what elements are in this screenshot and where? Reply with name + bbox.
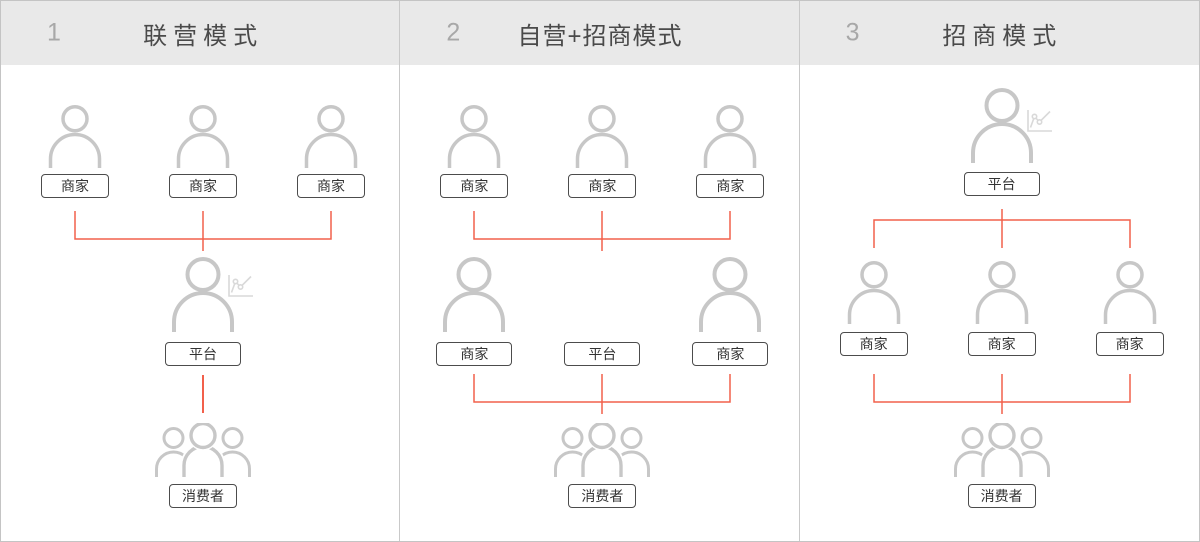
panel-header: 3 招商模式 [799,1,1199,65]
panel-title: 自营+招商模式 [517,22,683,50]
merchant-label: 商家 [1095,332,1164,356]
platform-label: 平台 [963,172,1040,196]
merchant-person-icon [974,261,1030,324]
merchant-person-icon [175,105,231,168]
panel-body: 平台 商家 商家 商家 消费者 [799,66,1199,541]
panel-merchant-recruitment-model: 3 招商模式 平台 商家 商家 商家 消费者 [799,1,1199,541]
panel-body: 商家 商家 商家 商家 平台 商家 消费者 [400,66,799,541]
connector-platform-to-consumers [202,375,204,413]
panel-number: 2 [446,18,461,47]
connector-middle-row-to-consumers [473,374,731,416]
panel-number: 1 [47,18,61,47]
consumer-label: 消费者 [169,484,237,508]
merchant-label: 商家 [436,342,513,366]
consumers-group-icon [954,423,1050,477]
merchant-person-icon [846,261,902,324]
merchant-label: 商家 [440,174,509,198]
panel-header: 1 联营模式 [1,1,400,65]
platform-label: 平台 [564,342,641,366]
panel-header: 2 自营+招商模式 [400,1,799,65]
merchant-label: 商家 [692,342,769,366]
merchant-person-icon [303,105,359,168]
panel-self-operated-plus-merchant-model: 2 自营+招商模式 商家 商家 商家 商家 平台 商家 消费者 [400,1,800,541]
merchant-person-icon [702,105,758,168]
merchant-person-icon [1102,261,1158,324]
merchant-label: 商家 [696,174,765,198]
trend-chart-icon [1026,108,1053,133]
merchant-person-icon [441,257,507,332]
consumers-group-icon [155,423,251,477]
connector-merchants-to-consumers [873,374,1131,416]
platform-label: 平台 [165,342,241,366]
consumer-label: 消费者 [967,484,1036,508]
merchant-label: 商家 [41,174,109,198]
consumers-group-icon [554,423,650,477]
connector-platform-to-merchants [873,209,1131,251]
panel-number: 3 [845,18,860,47]
merchant-person-icon [446,105,502,168]
merchant-person-icon [697,257,763,332]
panel-title: 联营模式 [143,22,264,50]
panel-joint-operation-model: 1 联营模式 商家 商家 商家 平台 消费者 [1,1,401,541]
merchant-person-icon [574,105,630,168]
panel-title: 招商模式 [942,22,1063,50]
merchant-person-icon [47,105,103,168]
trend-chart-icon [227,273,254,298]
consumer-label: 消费者 [568,484,637,508]
merchant-label: 商家 [169,174,237,198]
merchant-label: 商家 [297,174,365,198]
merchant-label: 商家 [967,332,1036,356]
connector-merchants-to-platform [74,211,332,253]
merchant-label: 商家 [568,174,637,198]
merchant-label: 商家 [839,332,908,356]
panel-body: 商家 商家 商家 平台 消费者 [1,66,400,541]
connector-merchants-to-platform [473,211,731,253]
